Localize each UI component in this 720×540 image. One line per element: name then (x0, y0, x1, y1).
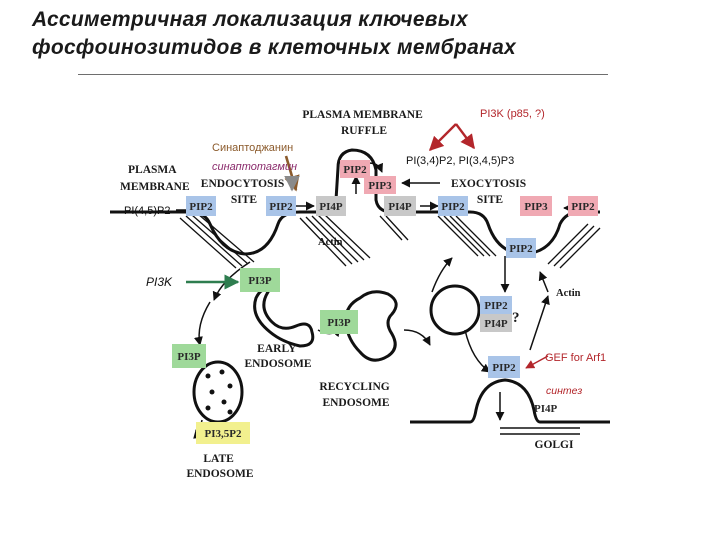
synaptojanin-annotation: Синаптоджанин (212, 142, 293, 154)
golgi-membrane (410, 378, 610, 424)
early-endosome-shape (253, 288, 315, 348)
svg-text:PIP2: PIP2 (509, 243, 533, 255)
recycling-endosome-label: RECYCLING ENDOSOME (319, 381, 392, 409)
pip2-exocytosis-right-box: PIP2 (568, 196, 598, 216)
pip2-endocytosis-box: PIP2 (266, 196, 296, 216)
pip2-vesicle-box: PIP2 (480, 296, 512, 314)
actin-label-right: Actin (556, 288, 581, 299)
svg-text:PI3P: PI3P (248, 275, 272, 287)
svg-text:PI3P: PI3P (177, 351, 201, 363)
svg-text:PIP2: PIP2 (484, 300, 508, 312)
gef-arf1-annotation: GEF for Arf1 (545, 352, 606, 364)
pip2-exocytosis-bottom-box: PIP2 (506, 238, 536, 258)
svg-text:PI4P: PI4P (388, 201, 412, 213)
transport-vesicle (429, 284, 481, 336)
title-line-2: фосфоинозитидов в клеточных мембранах (32, 36, 517, 59)
svg-text:PIP3: PIP3 (368, 180, 392, 192)
svg-text:PI4P: PI4P (319, 201, 343, 213)
page-title: Ассиметричная локализация ключевых фосфо… (32, 6, 516, 62)
actin-filaments (179, 213, 601, 269)
synthesis-annotation: синтез (546, 385, 582, 397)
svg-text:PI3P: PI3P (327, 317, 351, 329)
pip3-exocytosis-box: PIP3 (520, 196, 552, 216)
pi4p-golgi-label: PI4P (534, 403, 558, 415)
pi3p-late-endosome-box: PI3P (172, 344, 206, 368)
svg-text:PIP2: PIP2 (269, 201, 293, 213)
early-endosome-label: EARLY ENDOSOME (244, 343, 311, 370)
synaptotagmin-annotation: синаптотагмин (212, 161, 297, 173)
svg-text:PIP3: PIP3 (524, 201, 548, 213)
pi3k-annotation: PI3K (146, 275, 173, 289)
actin-label-left: Actin (318, 237, 343, 248)
pi45p2-annotation: PI(4,5)P2 (124, 205, 170, 217)
pi34p2-pi345p3-annotation: PI(3,4)P2, PI(3,4,5)P3 (406, 155, 514, 167)
question-mark: ? (512, 310, 520, 326)
svg-text:PIP2: PIP2 (571, 201, 595, 213)
svg-text:PIP2: PIP2 (492, 362, 516, 374)
pi4p-exocytosis-box: PI4P (384, 196, 416, 216)
endocytosis-site-label: ENDOCYTOSIS SITE (201, 178, 287, 206)
plasma-membrane-label: PLASMA MEMBRANE (120, 164, 190, 193)
golgi-label: GOLGI (535, 439, 575, 451)
pi3p-recycling-box: PI3P (320, 310, 358, 334)
pi3k-p85-arrows (428, 123, 475, 152)
late-endosome-shape (192, 360, 244, 424)
pi35p2-box: PI3,5P2 (196, 422, 250, 444)
gef-arrow (525, 355, 549, 369)
pi3k-p85-annotation: PI3K (p85, ?) (480, 108, 545, 120)
pip2-golgi-box: PIP2 (488, 356, 520, 378)
svg-text:PI3,5P2: PI3,5P2 (205, 428, 242, 440)
svg-text:PIP2: PIP2 (441, 201, 465, 213)
title-line-1: Ассиметричная локализация ключевых (32, 8, 468, 31)
golgi-stacks (500, 427, 580, 435)
late-endosome-label: LATE ENDOSOME (186, 453, 253, 480)
svg-text:PI4P: PI4P (534, 403, 558, 415)
pip2-plasma-membrane-box: PIP2 (186, 196, 216, 216)
late-endosome-vesicles (205, 369, 233, 415)
pi3p-early-endosome-box: PI3P (240, 268, 280, 292)
svg-text:PIP2: PIP2 (343, 164, 367, 176)
title-divider (78, 74, 608, 75)
pip2-ruffle-box: PIP2 (340, 160, 370, 178)
pip2-exocytosis-box: PIP2 (438, 196, 468, 216)
ruffle-label: PLASMA MEMBRANE RUFFLE (302, 109, 425, 137)
pi4p-endocytosis-box: PI4P (316, 196, 346, 216)
pi4p-vesicle-box: PI4P (480, 314, 512, 332)
exocytosis-site-label: EXOCYTOSIS SITE (451, 178, 529, 206)
svg-text:PI4P: PI4P (484, 318, 508, 330)
svg-text:PIP2: PIP2 (189, 201, 213, 213)
pip3-ruffle-box: PIP3 (364, 176, 396, 194)
